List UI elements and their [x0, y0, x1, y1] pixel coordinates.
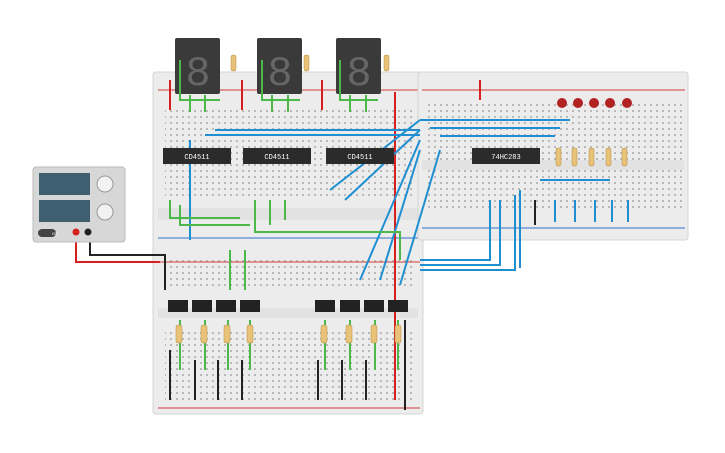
chip-cd4511-3: CD4511	[326, 148, 394, 164]
led-resistors	[555, 147, 628, 167]
svg-text:8: 8	[185, 50, 210, 98]
black-wires	[89, 200, 536, 410]
svg-text:CD4511: CD4511	[347, 154, 372, 162]
chip-74hc283: 74HC283	[472, 148, 540, 164]
svg-text:CD4511: CD4511	[184, 154, 209, 162]
voltage-knob	[96, 175, 114, 193]
negative-terminal[interactable]	[84, 228, 92, 236]
chip-cd4511-1: CD4511	[163, 148, 231, 164]
svg-text:8: 8	[267, 50, 292, 98]
led-3	[589, 98, 599, 108]
breadboard-left	[152, 71, 424, 415]
power-button[interactable]: ON	[38, 229, 58, 237]
switch-resistors	[175, 324, 402, 344]
breadboard-right	[417, 71, 689, 241]
led-2	[573, 98, 583, 108]
led-4	[605, 98, 615, 108]
current-knob	[96, 203, 114, 221]
svg-text:8: 8	[346, 50, 371, 98]
chip-cd4511-2: CD4511	[243, 148, 311, 164]
led-1	[557, 98, 567, 108]
seven-segment-display-3: 8	[336, 38, 381, 98]
blue-wires	[189, 119, 629, 286]
seven-segment-display-2: 8	[257, 38, 302, 98]
positive-terminal[interactable]	[72, 228, 80, 236]
power-supply	[32, 166, 126, 243]
display-resistors	[230, 54, 390, 72]
svg-text:74HC283: 74HC283	[491, 154, 520, 162]
dip-switches[interactable]	[168, 300, 408, 312]
green-wires-top	[179, 60, 378, 112]
svg-text:CD4511: CD4511	[264, 154, 289, 162]
svg-text:ON: ON	[52, 231, 58, 236]
led-array	[557, 98, 632, 108]
seven-segment-display-1: 8	[175, 38, 220, 98]
led-5	[622, 98, 632, 108]
